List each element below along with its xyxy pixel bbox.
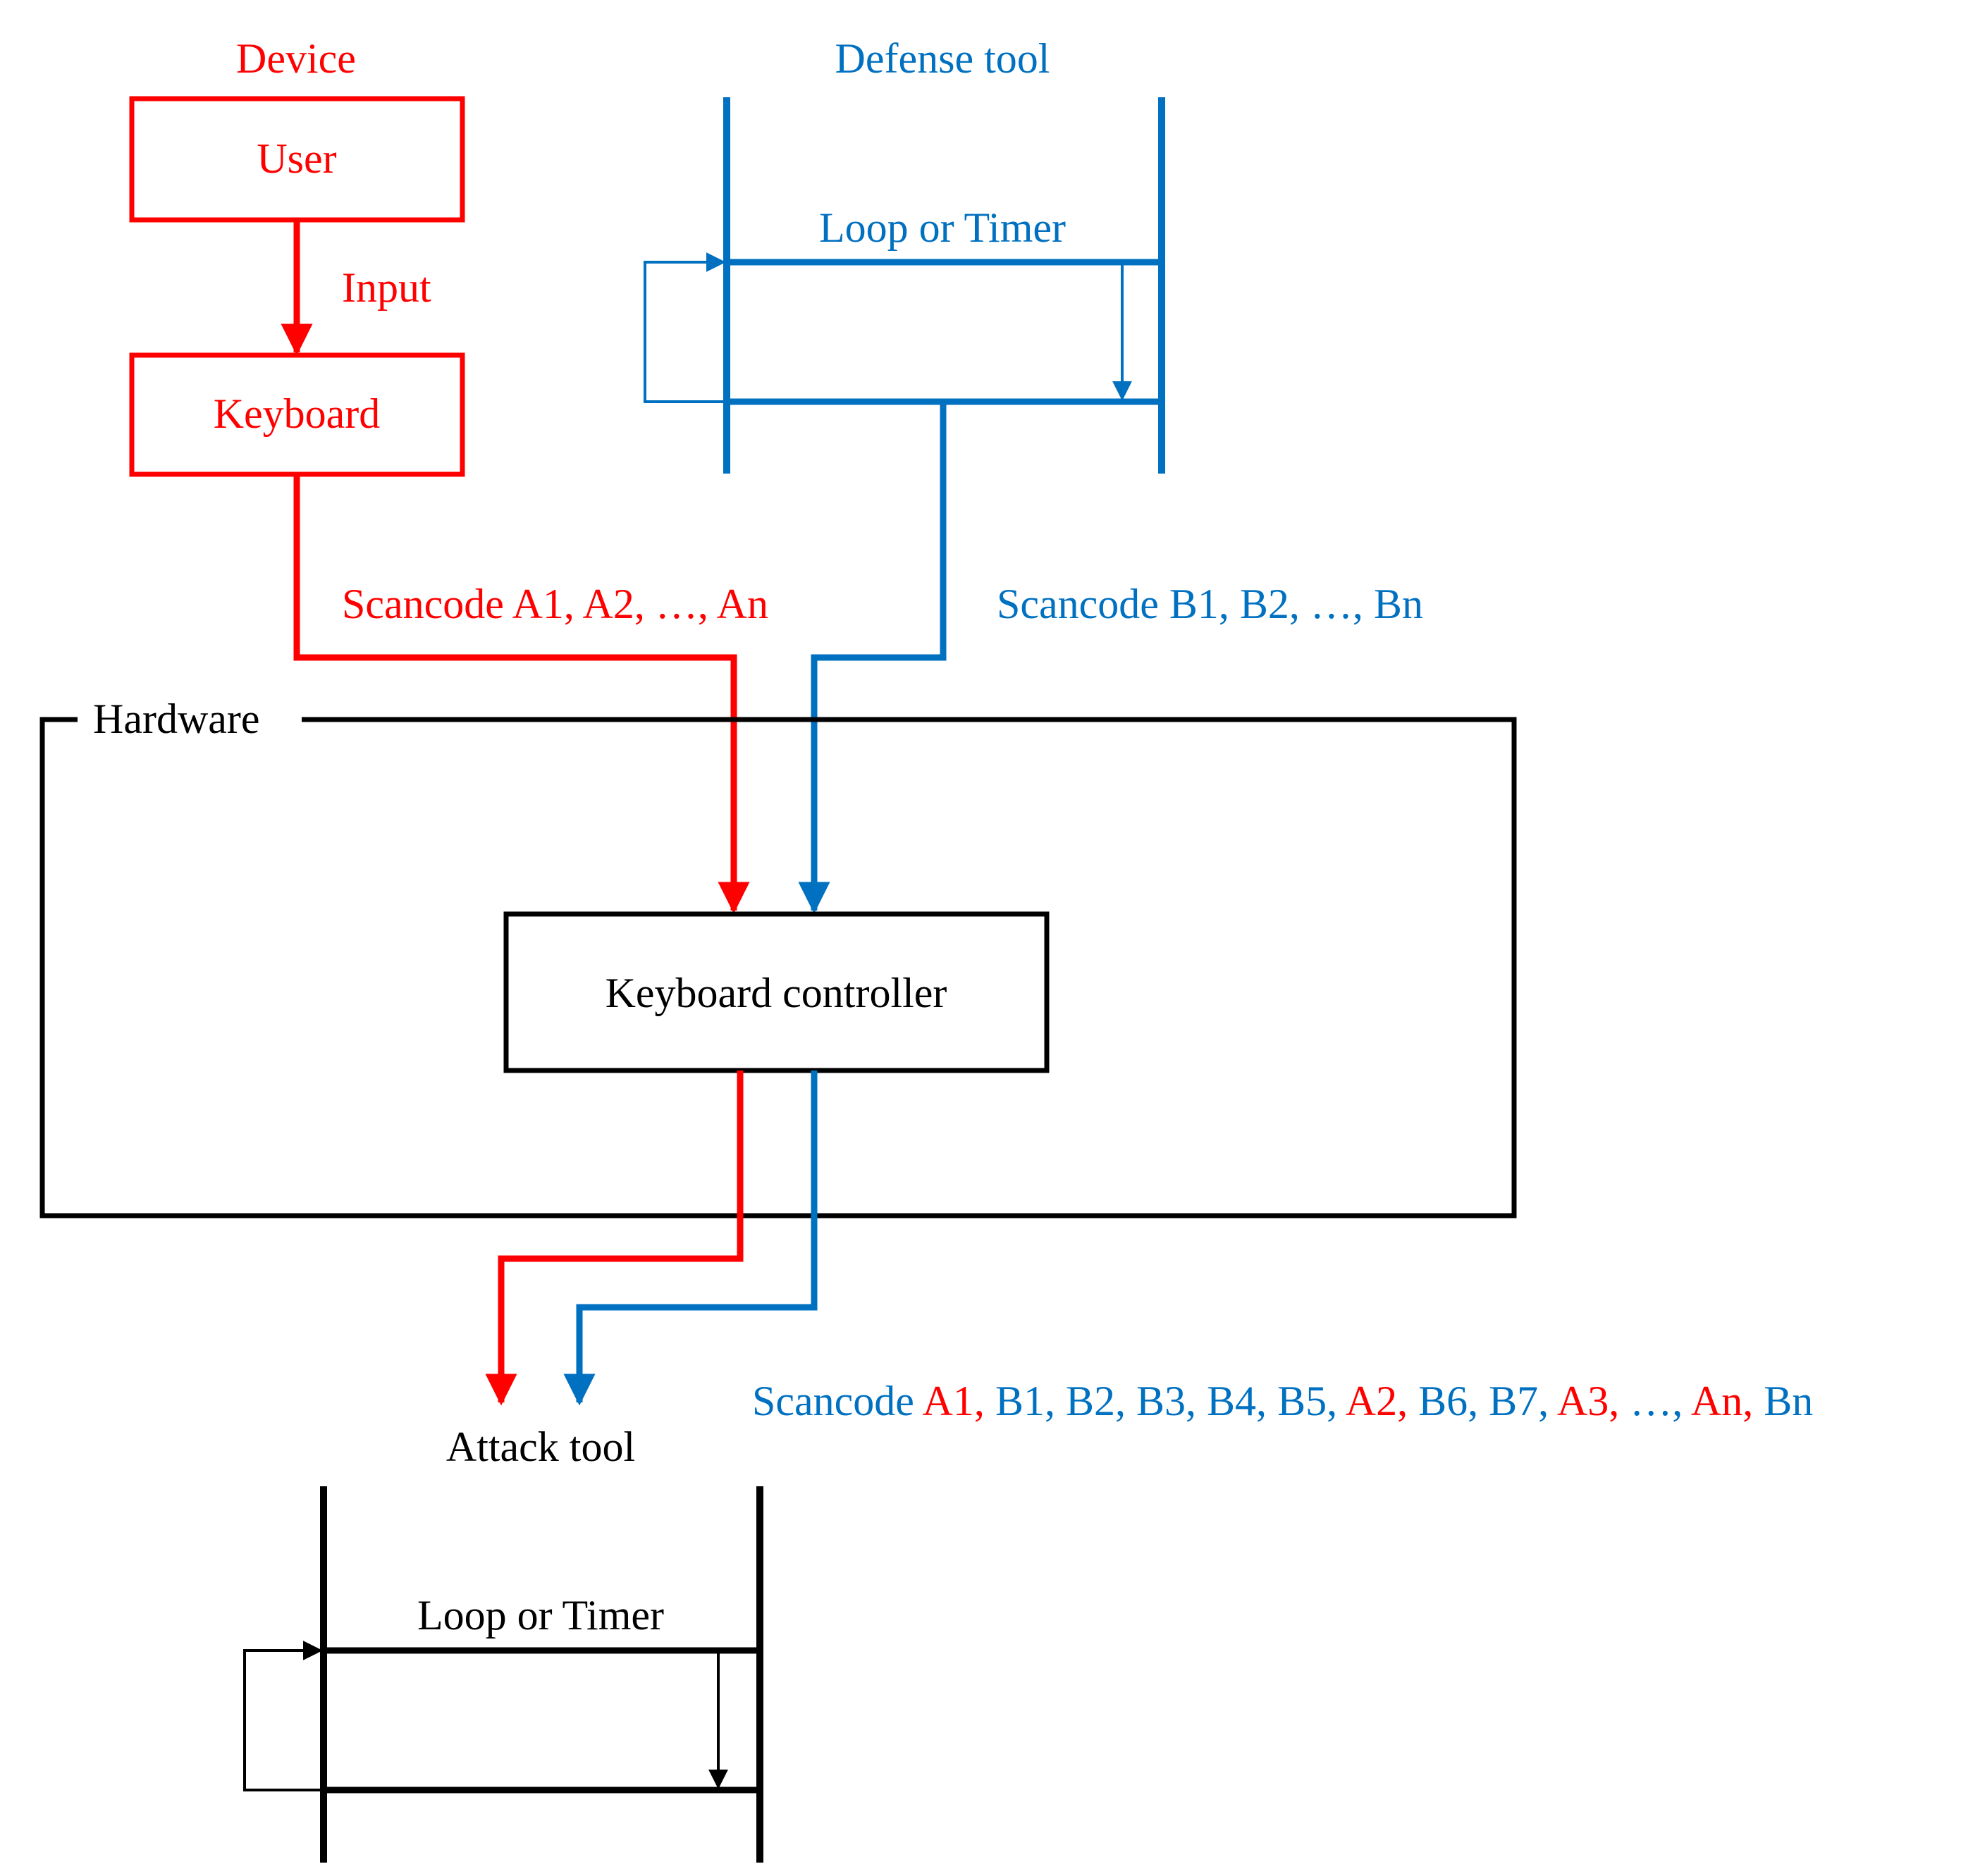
input-label: Input bbox=[342, 264, 431, 311]
device-scancode-arrow bbox=[293, 474, 750, 914]
controller-to-attack-blue-arrow bbox=[563, 1070, 818, 1406]
defense-tool-title: Defense tool bbox=[835, 35, 1050, 82]
attack-tool-group: Attack tool Loop or Timer bbox=[243, 1424, 763, 1863]
defense-loop-back-arrow bbox=[644, 252, 727, 403]
sequence-item-defense: B4, bbox=[1207, 1378, 1277, 1424]
keyboard-controller-label: Keyboard controller bbox=[605, 970, 947, 1016]
controller-to-attack-red-arrow bbox=[485, 1070, 744, 1406]
hardware-label: Hardware bbox=[93, 696, 260, 742]
sequence-item-defense: Bn bbox=[1764, 1378, 1813, 1424]
device-group: Device User Input Keyboard Scancode A1, … bbox=[129, 35, 768, 914]
defense-tool-group: Defense tool Loop or Timer Scancode B1, … bbox=[644, 35, 1423, 914]
keyboard-controller-box bbox=[503, 911, 1050, 1073]
defense-scancode-label: Scancode B1, B2, …, Bn bbox=[997, 581, 1423, 627]
device-title: Device bbox=[236, 35, 356, 82]
merged-scancode-sequence: Scancode A1, B1, B2, B3, B4, B5, A2, B6,… bbox=[752, 1378, 1813, 1424]
sequence-item-device: A3, bbox=[1557, 1378, 1630, 1424]
sequence-item-device: An, bbox=[1691, 1378, 1764, 1424]
hardware-group: Hardware Keyboard controller bbox=[39, 696, 1517, 1218]
defense-loop-label: Loop or Timer bbox=[819, 204, 1066, 251]
sequence-item-defense: …, bbox=[1630, 1378, 1691, 1424]
merged-sequence-prefix: Scancode bbox=[752, 1378, 923, 1424]
sequence-item-defense: B7, bbox=[1489, 1378, 1557, 1424]
sequence-item-defense: B2, bbox=[1066, 1378, 1136, 1424]
defense-scancode-arrow bbox=[798, 402, 947, 914]
attack-tool-title: Attack tool bbox=[446, 1424, 635, 1470]
hardware-frame bbox=[39, 717, 1517, 1218]
sequence-item-defense: B1, bbox=[995, 1378, 1066, 1424]
sequence-item-device: A2, bbox=[1346, 1378, 1418, 1424]
device-scancode-label: Scancode A1, A2, …, An bbox=[342, 581, 768, 627]
keyboard-label: Keyboard bbox=[214, 390, 381, 437]
attack-loop-label: Loop or Timer bbox=[417, 1592, 664, 1639]
attack-loop-back-arrow bbox=[243, 1641, 324, 1791]
user-label: User bbox=[257, 135, 336, 182]
sequence-item-defense: B6, bbox=[1418, 1378, 1489, 1424]
sequence-item-defense: B3, bbox=[1136, 1378, 1207, 1424]
sequence-item-device: A1, bbox=[923, 1378, 995, 1424]
sequence-item-defense: B5, bbox=[1277, 1378, 1346, 1424]
